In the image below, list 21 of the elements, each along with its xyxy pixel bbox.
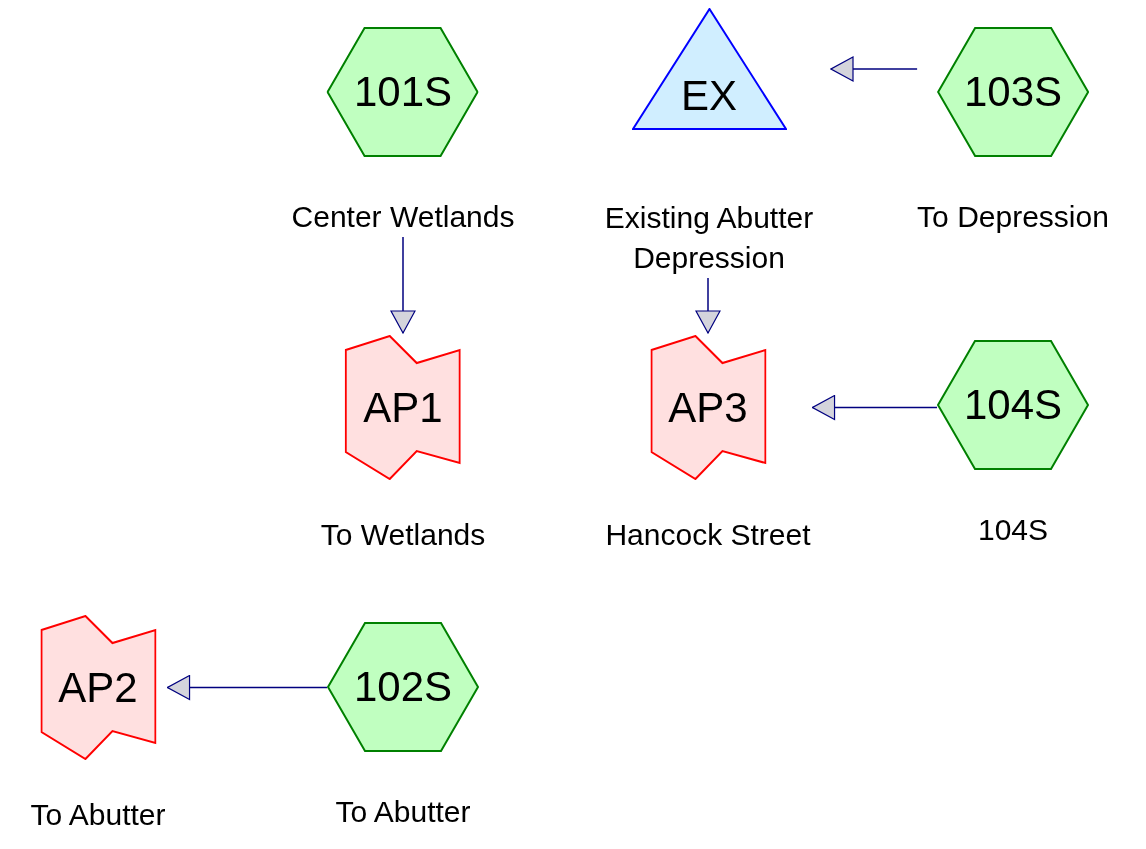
arrow (695, 277, 721, 334)
arrow (390, 236, 416, 334)
node-caption: Hancock Street (605, 517, 811, 553)
node-caption: Center Wetlands (291, 199, 515, 235)
node-label: 102S (353, 663, 453, 711)
node-caption: To Wetlands (320, 517, 486, 553)
node-caption: To Abutter (30, 797, 166, 833)
node-caption: To Depression (917, 199, 1109, 235)
arrow (166, 674, 328, 701)
node-label: AP3 (668, 383, 748, 432)
arrow (830, 56, 918, 82)
node-label: AP1 (363, 383, 443, 432)
node-label: 104S (963, 381, 1063, 429)
node-label: 101S (353, 68, 453, 116)
node-caption: 104S (977, 512, 1049, 548)
node-label: EX (681, 72, 737, 120)
node-caption: To Abutter (335, 794, 471, 830)
node-caption: Existing Abutter Depression (603, 200, 815, 276)
node-label: 103S (963, 68, 1063, 116)
node-label: AP2 (58, 663, 138, 712)
arrow (811, 394, 938, 421)
